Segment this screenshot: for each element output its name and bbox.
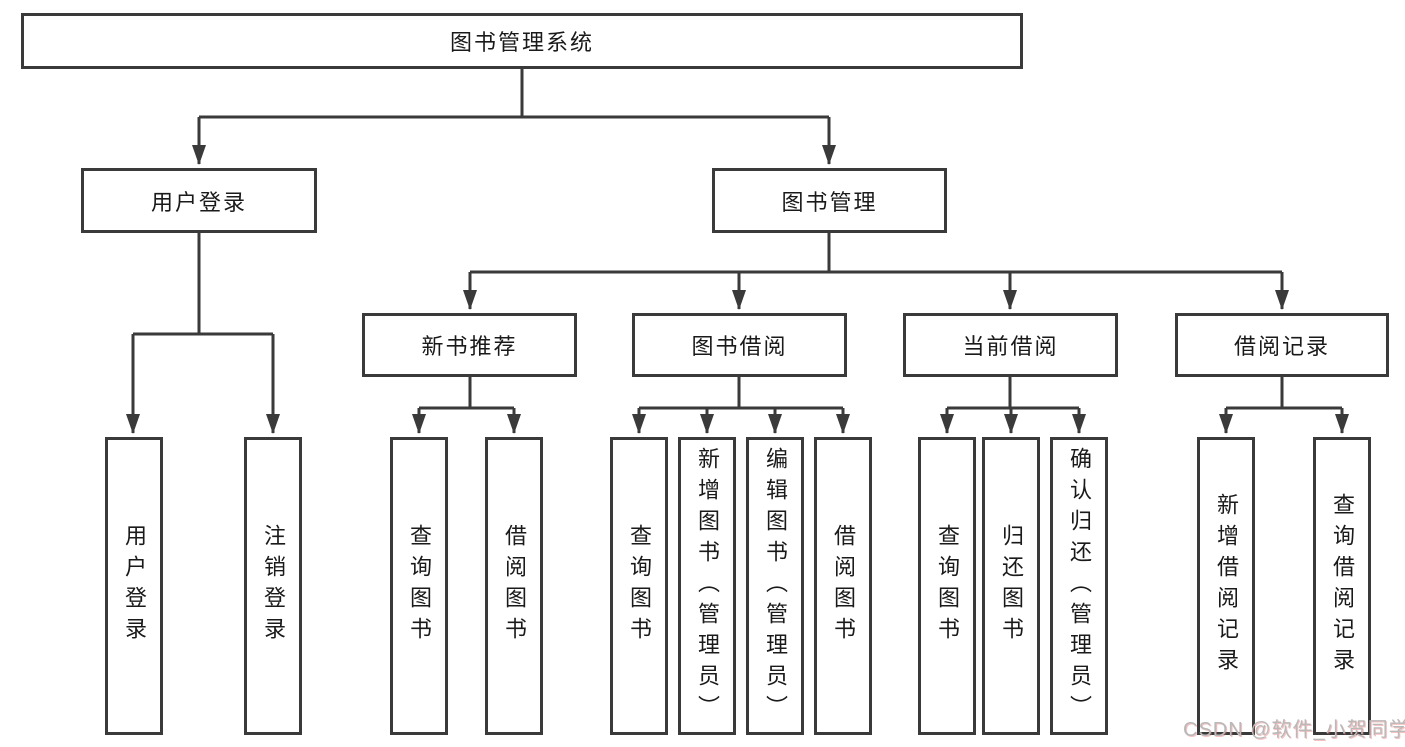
node-label: 借阅图书 [831, 524, 856, 648]
node-label: 用户登录 [122, 524, 147, 648]
node-label: 当前借阅 [962, 334, 1059, 359]
node-user-login: 用户登录 [81, 168, 317, 233]
leaf-logout: 注销登录 [244, 437, 302, 735]
node-label: 新增借阅记录 [1214, 493, 1239, 679]
connector-group-current-borrowing [940, 377, 1086, 434]
connector-group-book-management [463, 233, 1289, 310]
node-label: 图书借阅 [691, 334, 788, 359]
node-label: 归还图书 [999, 524, 1024, 648]
node-new-book-recommend: 新书推荐 [362, 313, 577, 377]
leaf-user-login: 用户登录 [105, 437, 163, 735]
leaf-query-books-borrowing: 查询图书 [610, 437, 668, 735]
node-label: 借阅图书 [502, 524, 527, 648]
node-label: 注销登录 [261, 524, 286, 648]
node-label: 编辑图书（管理员） [763, 446, 788, 726]
leaf-add-borrow-record: 新增借阅记录 [1197, 437, 1255, 735]
node-label: 查询借阅记录 [1330, 493, 1355, 679]
node-label: 确认归还（管理员） [1067, 446, 1092, 726]
node-label: 图书管理系统 [449, 30, 594, 55]
node-label: 查询图书 [407, 524, 432, 648]
node-book-borrowing: 图书借阅 [632, 313, 847, 377]
connector-group-book-borrowing [632, 377, 850, 434]
node-label: 用户登录 [150, 189, 247, 215]
connector-group-new-book-recommend [412, 377, 521, 434]
leaf-return-books: 归还图书 [982, 437, 1040, 735]
node-current-borrowing: 当前借阅 [903, 313, 1118, 377]
connector-group-borrowing-records [1219, 377, 1349, 434]
leaf-query-borrow-record: 查询借阅记录 [1313, 437, 1371, 735]
leaf-query-books-current: 查询图书 [918, 437, 976, 735]
node-label: 新书推荐 [421, 334, 518, 359]
node-book-management-system: 图书管理系统 [21, 13, 1023, 69]
node-book-management: 图书管理 [712, 168, 947, 233]
node-borrowing-records: 借阅记录 [1175, 313, 1389, 377]
leaf-confirm-return-admin: 确认归还（管理员） [1050, 437, 1108, 735]
leaf-borrow-books-recommend: 借阅图书 [485, 437, 543, 735]
leaf-edit-book-admin: 编辑图书（管理员） [746, 437, 804, 735]
node-label: 查询图书 [935, 524, 960, 648]
node-label: 图书管理 [781, 189, 878, 215]
node-label: 新增图书（管理员） [695, 446, 720, 726]
leaf-borrow-books-borrowing: 借阅图书 [814, 437, 872, 735]
connector-group-user-login [126, 233, 280, 434]
node-label: 查询图书 [627, 524, 652, 648]
node-label: 借阅记录 [1233, 334, 1330, 359]
leaf-query-books-recommend: 查询图书 [390, 437, 448, 735]
connector-group-root [192, 69, 836, 165]
leaf-add-book-admin: 新增图书（管理员） [678, 437, 736, 735]
